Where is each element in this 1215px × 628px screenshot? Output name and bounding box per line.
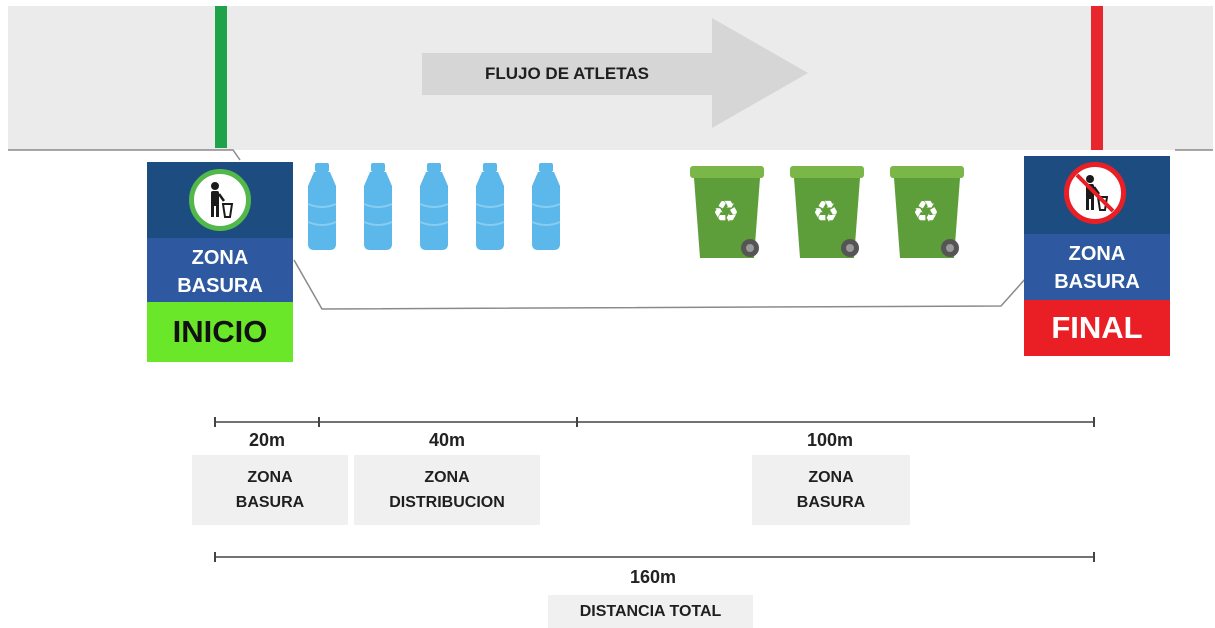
zone-box: ZONA BASURA (752, 455, 910, 525)
zone-box-line2: DISTRIBUCION (389, 494, 505, 511)
zone-box-line1: ZONA (808, 469, 854, 486)
end-zone-line2: BASURA (1054, 271, 1140, 293)
water-bottles (307, 163, 561, 250)
zone-box-line1: ZONA (247, 469, 293, 486)
start-sign-zone: ZONA BASURA (147, 238, 293, 302)
total-dimension-line (214, 552, 1095, 562)
flow-arrow (422, 18, 808, 128)
recycling-bin-icon: ♻ (890, 166, 964, 258)
start-status: INICIO (147, 302, 293, 362)
water-bottle-icon (531, 163, 561, 250)
recycling-bins: ♻ ♻ ♻ (690, 166, 964, 258)
water-bottle-icon (475, 163, 505, 250)
flow-label: FLUJO DE ATLETAS (484, 64, 649, 83)
trash-person-icon (189, 169, 251, 231)
end-sign-zone: ZONA BASURA (1024, 234, 1170, 300)
end-line (1091, 6, 1103, 150)
total-box: DISTANCIA TOTAL (548, 595, 753, 628)
zone-box-line2: BASURA (796, 494, 866, 511)
end-zone-line1: ZONA (1068, 243, 1126, 265)
end-sign-header (1024, 156, 1170, 234)
recycling-bin-icon: ♻ (790, 166, 864, 258)
start-line (215, 6, 227, 148)
zone-box: ZONA BASURA (192, 455, 348, 525)
zone-box: ZONA DISTRIBUCION (354, 455, 540, 525)
segment-dimension-line (214, 417, 1095, 427)
total-label: DISTANCIA TOTAL (579, 603, 722, 620)
zone-box-line2: BASURA (235, 494, 305, 511)
start-zone-line1: ZONA (191, 247, 249, 269)
start-sign-header (147, 162, 293, 238)
zone-box-line1: ZONA (424, 469, 470, 486)
segment-length: 40m (428, 430, 466, 450)
water-bottle-icon (363, 163, 393, 250)
segment-length: 100m (806, 430, 854, 450)
svg-text:♻: ♻ (713, 195, 740, 230)
recycling-bin-icon: ♻ (690, 166, 764, 258)
svg-text:♻: ♻ (913, 195, 940, 230)
end-status: FINAL (1024, 300, 1170, 356)
no-litter-icon (1064, 162, 1126, 224)
segment-length: 20m (248, 430, 286, 450)
svg-text:♻: ♻ (813, 195, 840, 230)
water-bottle-icon (419, 163, 449, 250)
total-length: 160m (629, 567, 677, 587)
water-bottle-icon (307, 163, 337, 250)
end-sign: ZONA BASURA FINAL (1024, 156, 1170, 356)
start-sign: ZONA BASURA INICIO (147, 162, 293, 362)
start-zone-line2: BASURA (177, 275, 263, 297)
